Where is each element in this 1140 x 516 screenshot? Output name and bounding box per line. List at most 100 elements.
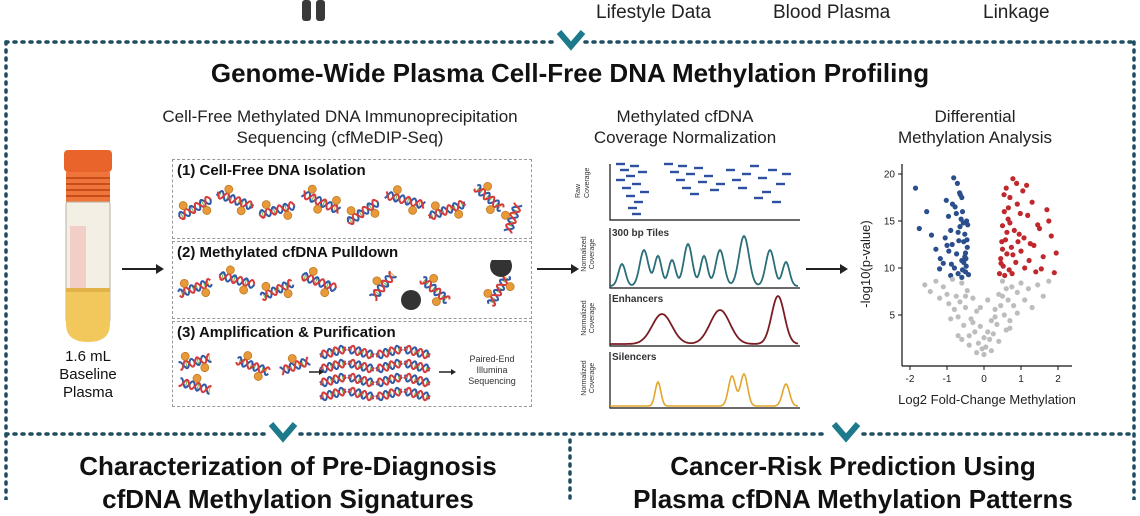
dna-helix-icon — [258, 200, 296, 220]
data-point — [937, 256, 943, 262]
dna-helix-icon — [347, 358, 375, 374]
data-point — [1053, 250, 1059, 256]
data-point — [977, 323, 983, 329]
data-point — [972, 329, 978, 335]
chevron-down-icon — [268, 422, 298, 443]
raw-coverage-label: Raw Coverage — [574, 168, 592, 198]
linkage-label: Linkage — [983, 2, 1050, 23]
data-point — [945, 213, 952, 219]
data-point — [1007, 194, 1013, 201]
data-point — [959, 209, 966, 215]
data-point — [988, 318, 994, 324]
data-point — [1018, 248, 1024, 254]
data-point — [953, 210, 959, 217]
norm-label-line1-a: Normalized — [581, 236, 588, 272]
data-point — [1004, 229, 1010, 235]
arrow-right-icon — [122, 264, 164, 274]
dna-helix-icon — [347, 386, 375, 402]
data-point — [963, 256, 969, 262]
dna-helix-icon — [177, 278, 213, 298]
data-point — [998, 260, 1004, 266]
data-point — [960, 220, 966, 226]
dna-helix-icon — [403, 372, 431, 388]
data-point — [955, 229, 961, 235]
arrow-right-icon — [537, 264, 579, 274]
data-point — [1022, 297, 1028, 303]
data-point — [1011, 227, 1017, 233]
data-point — [981, 335, 987, 341]
dna-helix-icon — [319, 344, 347, 360]
chevron-down-icon — [556, 30, 586, 51]
data-point — [946, 301, 952, 307]
dna-helix-icon — [218, 265, 256, 295]
data-point — [924, 209, 930, 215]
coverage-curve — [609, 234, 799, 287]
data-point — [983, 344, 989, 350]
norm-label-line2-b: Coverage — [589, 302, 596, 334]
data-point — [1005, 297, 1011, 303]
figure-icon — [301, 0, 327, 22]
coverage-curve — [610, 294, 799, 345]
arrow-right-icon — [806, 264, 848, 274]
data-point — [1044, 207, 1050, 213]
data-point — [1018, 280, 1024, 286]
data-point — [1002, 237, 1009, 243]
data-point — [940, 260, 946, 266]
data-point — [954, 180, 960, 186]
dna-helix-icon — [235, 351, 271, 381]
data-point — [916, 225, 922, 232]
data-point — [1046, 278, 1052, 284]
data-point — [1051, 270, 1057, 276]
data-point — [1025, 286, 1031, 292]
plasma-tube-icon — [64, 150, 112, 342]
data-point — [1020, 188, 1026, 194]
data-point — [1009, 284, 1015, 290]
data-point — [985, 329, 991, 335]
dna-helix-icon — [403, 358, 431, 374]
data-point — [988, 348, 994, 354]
dna-helix-icon — [177, 373, 213, 395]
x-axis-label: Log2 Fold-Change Methylation — [898, 392, 1076, 407]
data-point — [1029, 199, 1035, 205]
data-point — [1010, 252, 1016, 258]
data-point — [1024, 182, 1030, 188]
normalized-coverage-label: Normalized Coverage — [581, 295, 597, 341]
dna-helix-icon — [177, 351, 213, 373]
sequencing-label-line3: Sequencing — [468, 376, 516, 386]
x-tick-label: 1 — [1018, 374, 1024, 385]
data-point — [1005, 205, 1011, 211]
y-tick-label: 15 — [884, 217, 896, 228]
step3-box: (3) Amplification & Purification Paired-… — [172, 321, 532, 407]
step2-title: (2) Methylated cfDNA Pulldown — [177, 244, 399, 261]
norm-label-line2-a: Coverage — [589, 238, 596, 270]
data-point — [998, 256, 1004, 262]
data-point — [949, 201, 956, 207]
panel-silencers-label: Silencers — [612, 352, 657, 363]
antibody-bead-icon — [401, 290, 421, 310]
data-point — [1013, 259, 1019, 265]
step1-title: (1) Cell-Free DNA Isolation — [177, 162, 366, 179]
data-point — [966, 333, 972, 339]
sequencing-label-line1: Paired-End — [469, 354, 515, 364]
data-point — [955, 333, 961, 339]
data-point — [1014, 201, 1020, 207]
data-point — [956, 238, 962, 244]
data-point — [999, 246, 1006, 252]
x-tick-label: 0 — [981, 374, 987, 385]
dna-helix-icon — [384, 185, 426, 215]
cfmedip-title: Cell-Free Methylated DNA Immunoprecipita… — [100, 106, 580, 148]
panel-frame — [4, 40, 1136, 500]
data-point — [944, 242, 950, 248]
data-point — [1003, 185, 1009, 191]
data-point — [1029, 304, 1035, 311]
dna-helix-icon — [375, 372, 403, 388]
x-tick-label: -1 — [943, 374, 952, 385]
data-point — [1003, 286, 1009, 292]
dna-helix-icon — [403, 386, 431, 402]
dna-helix-icon — [501, 202, 523, 234]
data-point — [912, 185, 919, 191]
data-point — [999, 223, 1006, 229]
